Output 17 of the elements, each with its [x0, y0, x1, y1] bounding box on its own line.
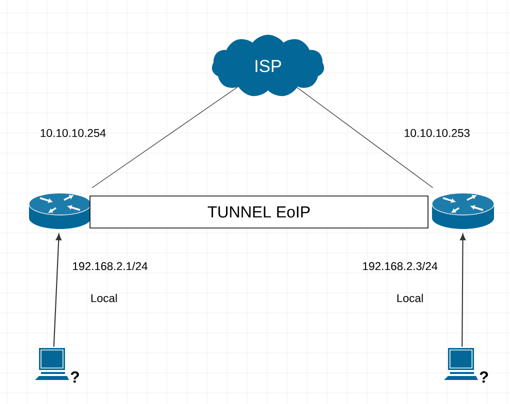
address-label: Local — [397, 294, 423, 302]
computer-icon — [35, 348, 69, 380]
question-mark: ? — [480, 371, 488, 383]
address-label: Local — [91, 294, 117, 302]
address-label: 10.10.10.254 — [40, 129, 106, 137]
arrow — [53, 234, 62, 347]
connector-line — [296, 87, 434, 188]
computer-icon — [444, 348, 478, 380]
address-label: 10.10.10.253 — [404, 129, 470, 137]
question-mark: ? — [70, 371, 79, 383]
tunnel-box: TUNNEL EoIP — [90, 196, 428, 228]
router-icon — [28, 192, 92, 229]
connector-line — [92, 86, 239, 188]
address-label: 192.168.2.1/24 — [73, 262, 148, 270]
router-icon — [432, 192, 494, 229]
arrow — [460, 234, 466, 347]
address-label: 192.168.2.3/24 — [363, 262, 438, 270]
